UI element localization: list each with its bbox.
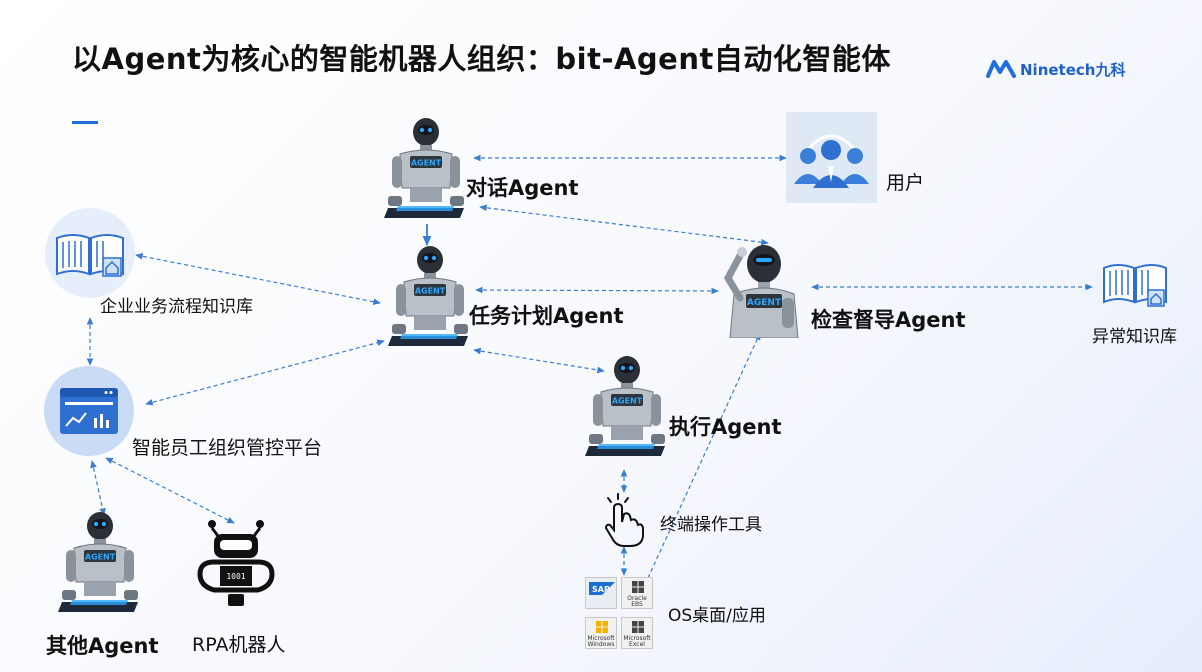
robot-icon: AGENT — [384, 118, 464, 218]
dialog-agent-node: AGENT — [384, 118, 468, 227]
logo-text: Ninetech九科 — [1020, 60, 1126, 79]
users-icon — [794, 134, 869, 188]
svg-text:AGENT: AGENT — [612, 397, 643, 406]
svg-text:1001: 1001 — [226, 572, 245, 581]
kb-enterprise-node — [45, 208, 135, 298]
excel-icon: Microsoft Excel — [621, 617, 653, 649]
exec-agent-node: AGENT — [585, 356, 669, 465]
book-library-icon — [1103, 264, 1167, 307]
rpa-node: 1001 — [190, 518, 282, 615]
rpa-robot-icon: 1001 — [197, 520, 275, 606]
windows-icon: Microsoft Windows — [585, 617, 617, 649]
oracle-ebs-label: Oracle EBS — [627, 595, 647, 608]
windows-label: Microsoft Windows — [587, 635, 615, 648]
link-dialog-check — [479, 204, 769, 246]
link-platform-rpa — [105, 457, 235, 524]
other-agent-node: AGENT — [58, 512, 142, 621]
dialog-agent-label: 对话Agent — [466, 176, 579, 200]
excel-label: Microsoft Excel — [623, 635, 651, 648]
user-label: 用户 — [886, 172, 925, 194]
os-apps-label: OS桌面/应用 — [668, 606, 766, 626]
svg-text:AGENT: AGENT — [85, 553, 116, 562]
oracle-ebs-icon: Oracle EBS — [621, 577, 653, 609]
ninetech-logo: Ninetech九科 — [986, 58, 1125, 80]
check-agent-label: 检查督导Agent — [811, 308, 966, 332]
svg-text:AGENT: AGENT — [747, 298, 782, 308]
robot-icon: AGENT — [58, 512, 138, 612]
link-os-check — [647, 332, 761, 579]
svg-text:SAP: SAP — [592, 585, 610, 594]
dashboard-icon — [60, 388, 118, 434]
kb-enterprise-label: 企业业务流程知识库 — [100, 297, 253, 317]
platform-label: 智能员工组织管控平台 — [132, 437, 323, 459]
kb-exception-label: 异常知识库 — [1092, 327, 1177, 347]
robot-icon: AGENT — [585, 356, 665, 456]
thinking-robot-icon: AGENT — [723, 245, 799, 339]
sap-icon: SAP — [585, 577, 617, 609]
title-accent-bar — [72, 121, 98, 124]
task-agent-node: AGENT — [388, 246, 472, 355]
svg-text:AGENT: AGENT — [415, 287, 446, 296]
platform-node — [44, 366, 134, 456]
link-platform-other — [90, 460, 106, 516]
exec-agent-label: 执行Agent — [669, 415, 782, 439]
rpa-label: RPA机器人 — [192, 634, 286, 656]
terminal-tool-node — [598, 492, 650, 553]
os-apps-node: SAP Oracle EBS Microsoft Windows Microso… — [585, 577, 655, 651]
link-task-check — [475, 286, 719, 295]
kb-exception-node — [1100, 256, 1172, 321]
terminal-tool-label: 终端操作工具 — [660, 515, 762, 535]
robot-icon: AGENT — [388, 246, 468, 346]
users-node — [786, 112, 877, 203]
page-title: 以Agent为核心的智能机器人组织：bit-Agent自动化智能体 — [72, 42, 891, 76]
book-library-icon — [56, 234, 124, 277]
task-agent-label: 任务计划Agent — [469, 304, 624, 328]
svg-text:AGENT: AGENT — [411, 159, 442, 168]
click-hand-icon — [604, 493, 644, 547]
other-agent-label: 其他Agent — [46, 634, 159, 658]
link-task-exec — [473, 347, 605, 374]
link-platform-task — [145, 339, 385, 406]
ninetech-logo-icon — [986, 60, 1016, 78]
check-agent-node: AGENT — [720, 238, 808, 343]
